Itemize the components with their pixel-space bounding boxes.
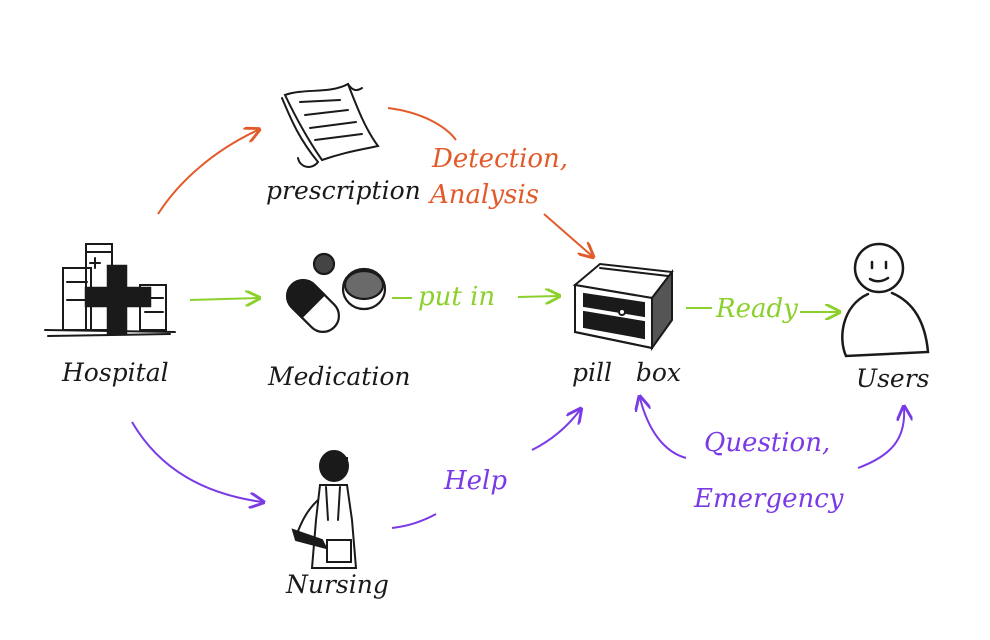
analysis-label: Analysis (430, 180, 540, 210)
medication-icon (286, 252, 387, 333)
nursing-label: Nursing (286, 570, 389, 599)
arrow-question-to-pillbox (640, 398, 687, 459)
arrow-prescription-to-pillbox-start (387, 107, 457, 141)
question-label: Question, (704, 428, 831, 458)
arrow-analysis-to-pillbox (543, 213, 592, 256)
arrow-users-to-question (857, 408, 904, 469)
arrow-hospital-to-medication (189, 298, 258, 300)
hospital-icon (44, 243, 176, 337)
arrow-putin-to-pillbox (517, 296, 558, 297)
users-label: Users (856, 364, 930, 393)
arrow-hospital-to-prescription (157, 130, 258, 215)
hospital-label: Hospital (62, 358, 169, 387)
users-icon (841, 242, 930, 358)
emergency-label: Emergency (694, 484, 844, 514)
detection-label: Detection, (432, 144, 569, 174)
prescription-icon (281, 82, 380, 168)
ready-label: Ready (716, 294, 798, 324)
put-in-label: put in (418, 282, 496, 312)
pillbox-icon (572, 262, 674, 352)
medication-label: Medication (268, 362, 411, 391)
arrow-hospital-to-nursing (131, 421, 262, 502)
arrow-nursing-to-help (391, 513, 437, 529)
pillbox-label: pill box (572, 358, 681, 387)
nursing-icon (291, 450, 358, 569)
arrow-help-to-pillbox (531, 410, 580, 451)
prescription-label: prescription (266, 176, 421, 205)
help-label: Help (444, 466, 508, 496)
